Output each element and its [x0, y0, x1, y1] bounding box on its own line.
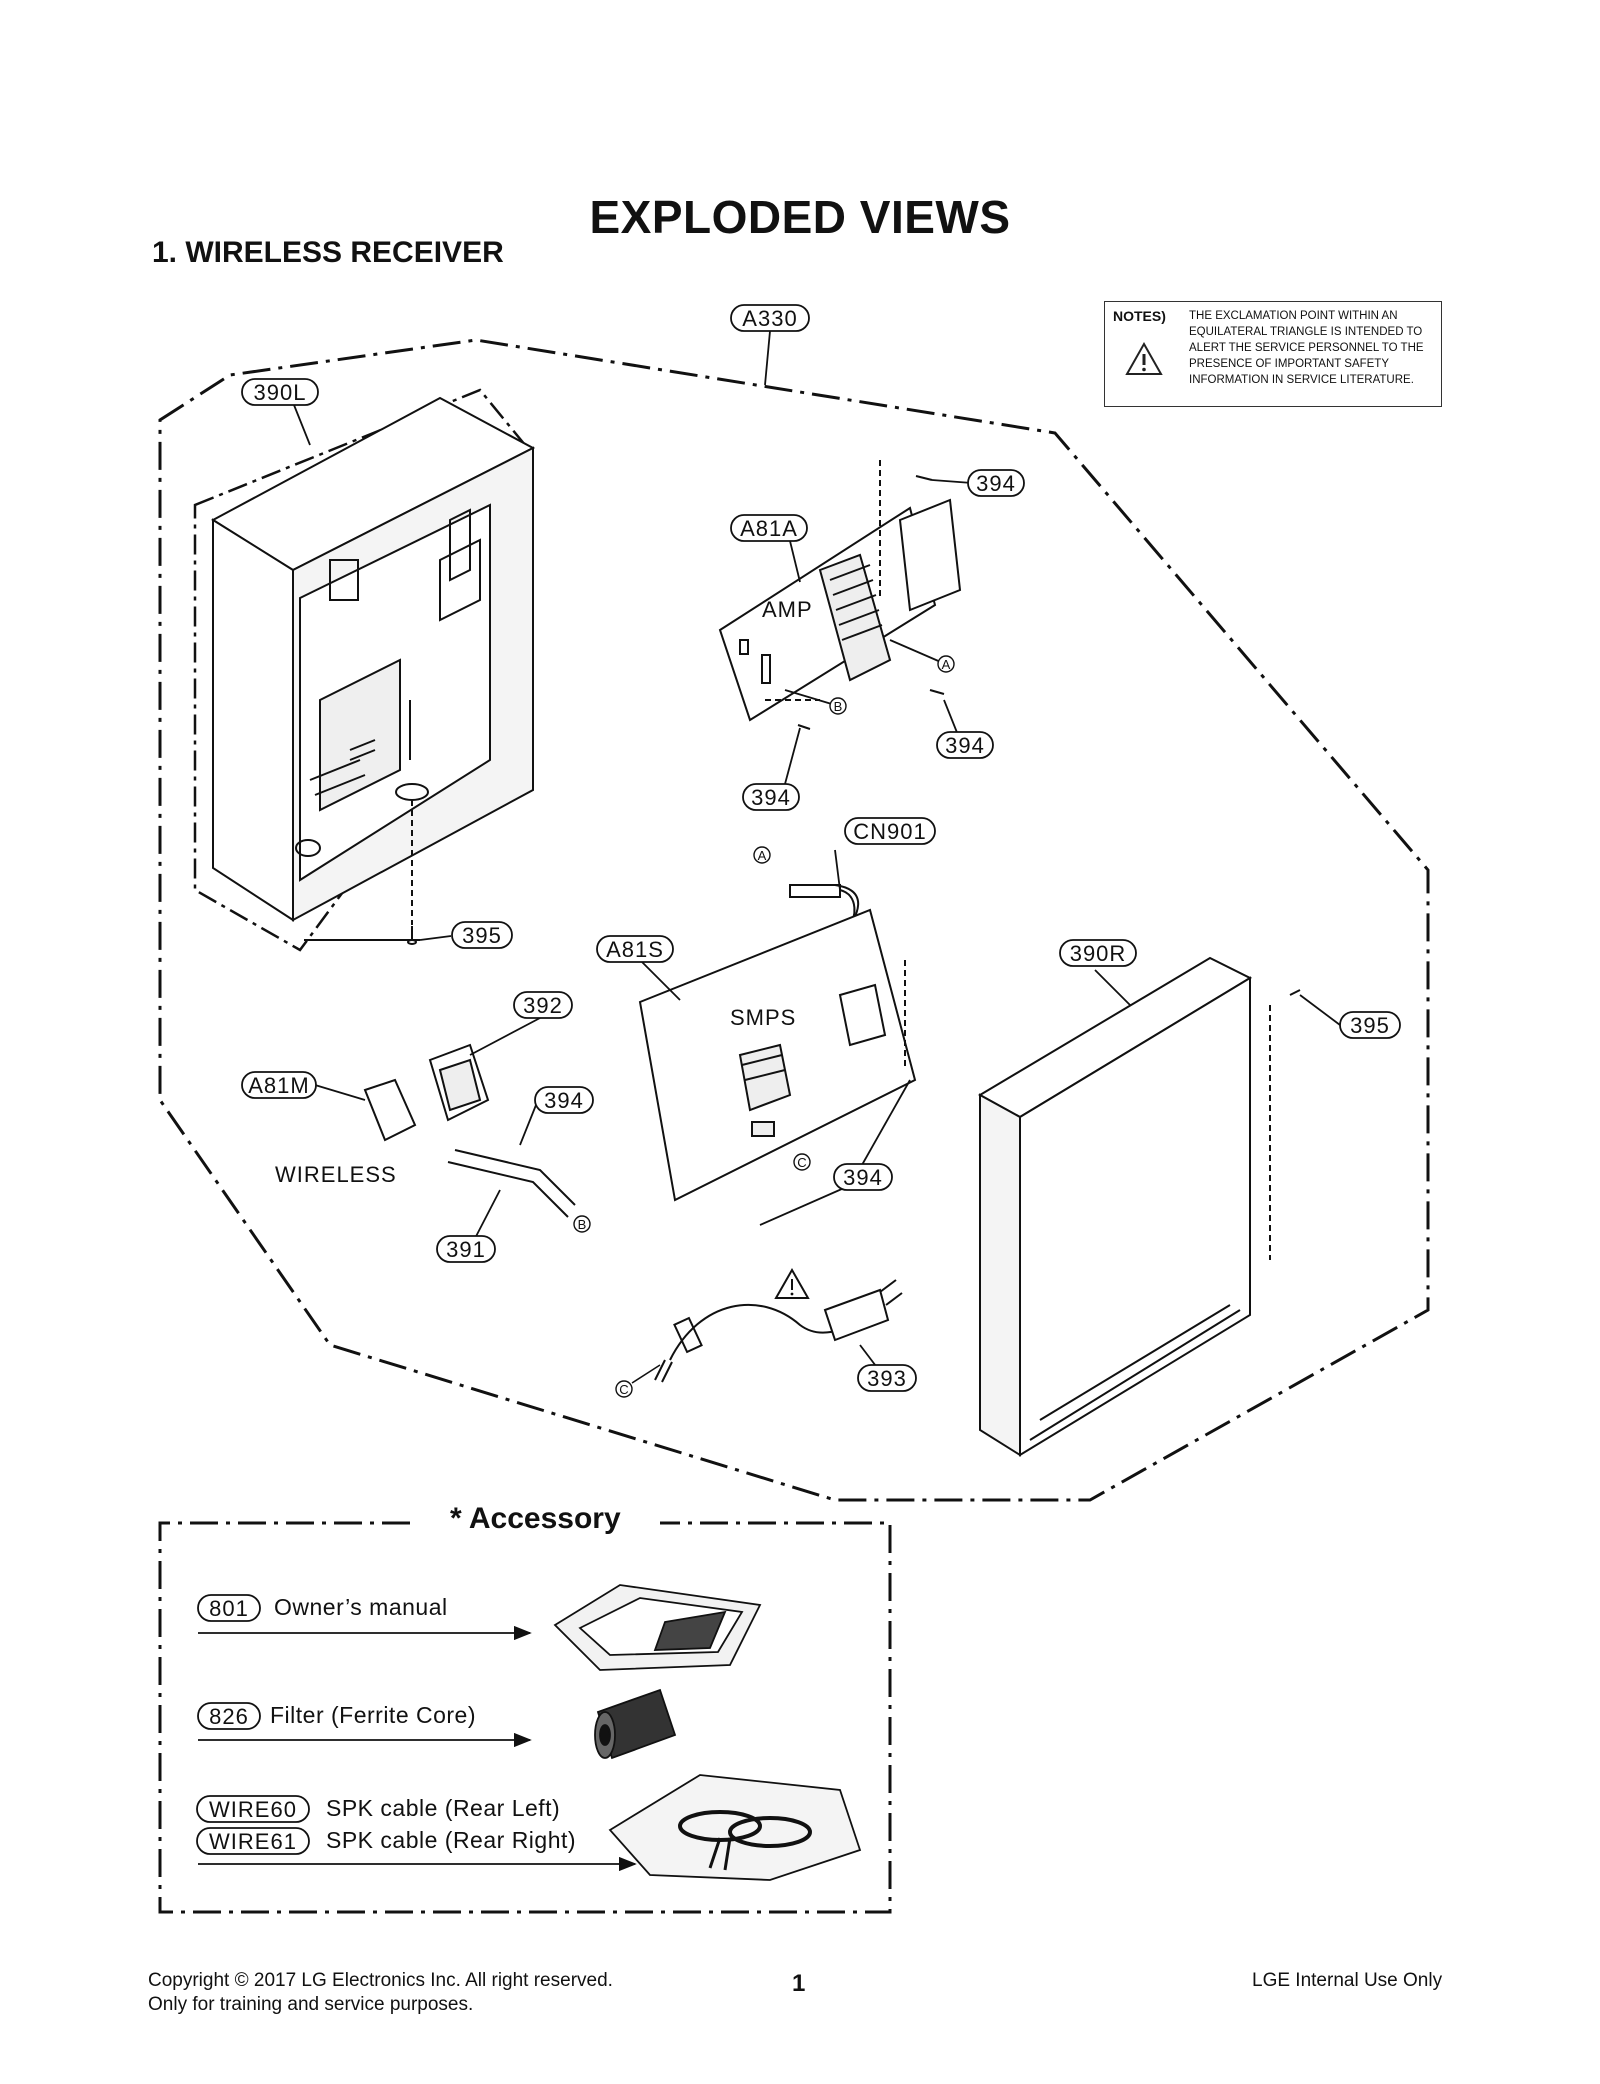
accessory-code-826: 826	[197, 1702, 261, 1730]
power-cord-393	[654, 1279, 903, 1383]
accessory-box	[158, 1521, 892, 1914]
accessory-name-826: Filter (Ferrite Core)	[270, 1702, 477, 1728]
connector-marker-text: A	[758, 848, 767, 863]
page-number: 1	[792, 1970, 806, 1997]
part-label-395-right: 395	[1339, 1011, 1401, 1039]
connector-marker-text: B	[834, 699, 843, 714]
connector-marker-text: C	[797, 1155, 806, 1170]
part-label-text: A81A	[740, 516, 798, 541]
amp-screws	[797, 475, 945, 730]
part-label-text: CN901	[853, 819, 926, 844]
connector-marker-text: C	[619, 1382, 628, 1397]
accessory-arrows	[198, 1625, 637, 1872]
smps-board-text: SMPS	[730, 1005, 796, 1030]
connector-marker-A-cn901: A	[753, 846, 771, 864]
connector-marker-B-amp: B	[829, 697, 847, 715]
part-label-395-left: 395	[451, 921, 513, 949]
part-label-391: 391	[436, 1235, 496, 1263]
part-label-390L: 390L	[241, 378, 319, 406]
part-label-text: 394	[544, 1088, 584, 1113]
accessory-code-text: 801	[209, 1596, 249, 1621]
part-label-392: 392	[513, 991, 573, 1019]
part-label-text: 394	[976, 471, 1016, 496]
connector-marker-C-smps: C	[793, 1153, 811, 1171]
notes-text: THE EXCLAMATION POINT WITHIN AN EQUILATE…	[1189, 310, 1424, 386]
connector-marker-text: A	[942, 657, 951, 672]
section-title: 1. WIRELESS RECEIVER	[152, 236, 504, 269]
accessory-code-WIRE61: WIRE61	[196, 1827, 310, 1855]
part-label-text: 394	[843, 1165, 883, 1190]
part-label-394-top: 394	[967, 469, 1025, 497]
flat-cable-391	[447, 1149, 576, 1218]
part-label-A330: A330	[730, 304, 810, 332]
part-label-390R: 390R	[1059, 939, 1137, 967]
part-label-text: 394	[751, 785, 791, 810]
wireless-module-A81M	[363, 1078, 417, 1142]
part-label-394-amp-right: 394	[936, 731, 994, 759]
accessory-name-801: Owner’s manual	[274, 1594, 448, 1620]
part-label-text: 390R	[1070, 941, 1127, 966]
part-label-text: A81S	[606, 937, 664, 962]
connector-marker-A-amp: A	[937, 655, 955, 673]
left-housing-390L	[193, 388, 536, 952]
connector-marker-text: B	[578, 1217, 587, 1232]
part-label-393: 393	[857, 1364, 917, 1392]
part-label-394-wireless: 394	[534, 1086, 594, 1114]
part-label-text: A81M	[248, 1073, 309, 1098]
part-label-text: 390L	[254, 380, 307, 405]
part-label-text: 391	[446, 1237, 486, 1262]
part-label-394-amp-bottom: 394	[742, 783, 800, 811]
accessory-code-text: 826	[209, 1704, 249, 1729]
ferrite-core-illustration	[594, 1688, 677, 1760]
warning-triangle-icon	[774, 1267, 810, 1299]
part-label-text: 395	[462, 923, 502, 948]
part-label-394-smps: 394	[833, 1163, 893, 1191]
connector-marker-C-power: C	[615, 1364, 661, 1398]
amp-board-A81A	[718, 460, 962, 722]
right-housing-390R	[977, 956, 1301, 1457]
speaker-cable-illustration	[608, 1774, 862, 1881]
accessory-code-WIRE60: WIRE60	[196, 1795, 310, 1823]
amp-board-text: AMP	[762, 597, 813, 622]
part-label-text: 395	[1350, 1013, 1390, 1038]
part-label-A81S: A81S	[596, 935, 674, 963]
screw-395-left	[407, 926, 417, 945]
connector-marker-B-cable: B	[573, 1215, 591, 1233]
accessory-name-wire61: SPK cable (Rear Right)	[326, 1827, 577, 1853]
accessory-code-text: WIRE60	[209, 1797, 297, 1822]
footer-copyright: Copyright © 2017 LG Electronics Inc. All…	[148, 1970, 613, 1991]
notes-box: NOTES) THE EXCLAMATION POINT WITHIN AN E…	[1104, 301, 1442, 407]
part-label-A81A: A81A	[730, 514, 808, 542]
footer-internal: LGE Internal Use Only	[1252, 1970, 1443, 1991]
part-label-text: 393	[867, 1366, 907, 1391]
part-label-A81M: A81M	[241, 1071, 317, 1099]
owners-manual-illustration	[553, 1584, 762, 1671]
wireless-board-text: WIRELESS	[275, 1162, 397, 1187]
accessory-name-wire60: SPK cable (Rear Left)	[326, 1795, 561, 1821]
warning-triangle-icon	[1125, 342, 1163, 375]
part-label-text: A330	[742, 306, 797, 331]
notes-heading: NOTES)	[1113, 308, 1166, 324]
accessory-code-text: WIRE61	[209, 1829, 297, 1854]
accessory-code-801: 801	[197, 1594, 261, 1622]
accessory-title: * Accessory	[440, 1502, 631, 1536]
assembly-boundary	[158, 338, 1430, 1502]
bracket-392	[428, 1043, 490, 1122]
part-label-CN901: CN901	[844, 817, 936, 845]
page-title: EXPLODED VIEWS	[589, 191, 1011, 243]
footer-purpose: Only for training and service purposes.	[148, 1994, 474, 2015]
part-label-text: 392	[523, 993, 563, 1018]
smps-board-A81S	[638, 908, 917, 1202]
part-label-text: 394	[945, 733, 985, 758]
